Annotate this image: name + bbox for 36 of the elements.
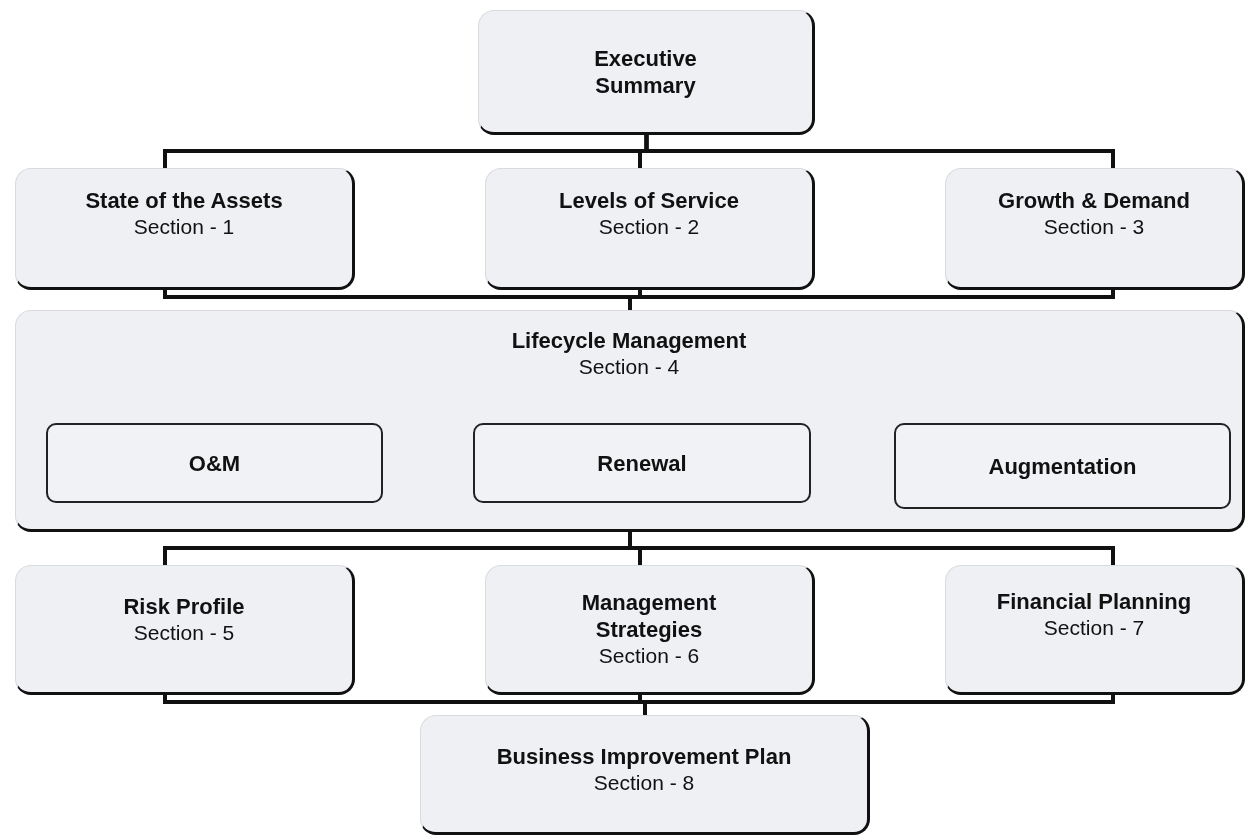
section-box — [478, 10, 815, 135]
section-number: Section - 8 — [593, 769, 695, 796]
connector-line — [643, 695, 1115, 715]
section-title: Growth & Demand — [998, 186, 1190, 214]
connector-line — [628, 290, 1115, 310]
section-title: O&M — [188, 449, 241, 477]
section-title: Business Improvement Plan — [496, 742, 792, 770]
section-number: Section - 3 — [1043, 213, 1145, 240]
section-number: Section - 2 — [598, 213, 700, 240]
section-title: Risk Profile — [123, 592, 245, 620]
connector-line — [644, 135, 1115, 168]
section-number: Section - 4 — [578, 354, 680, 380]
section-number: Section - 6 — [598, 643, 700, 669]
section-title: Levels of Service — [559, 186, 739, 214]
section-title: Executive Summary — [593, 44, 698, 99]
section-title: State of the Assets — [85, 186, 283, 214]
section-box — [485, 565, 815, 695]
activity-box — [46, 423, 383, 503]
section-number: Section - 5 — [133, 619, 235, 646]
section-box — [945, 168, 1245, 290]
section-title: Lifecycle Management — [511, 327, 747, 354]
section-title: Renewal — [597, 449, 687, 477]
section-box — [15, 565, 355, 695]
section-panel — [15, 310, 1245, 532]
section-number: Section - 1 — [133, 213, 235, 240]
section-box — [945, 565, 1245, 695]
section-box — [420, 715, 870, 835]
activity-box — [473, 423, 811, 503]
section-title: Financial Planning — [996, 587, 1192, 615]
connector-line — [628, 532, 1115, 565]
section-title: Augmentation — [988, 452, 1137, 480]
section-box — [15, 168, 355, 290]
section-title: Management Strategies — [580, 589, 718, 643]
section-box — [485, 168, 815, 290]
activity-box — [894, 423, 1231, 509]
section-number: Section - 7 — [1043, 614, 1145, 641]
